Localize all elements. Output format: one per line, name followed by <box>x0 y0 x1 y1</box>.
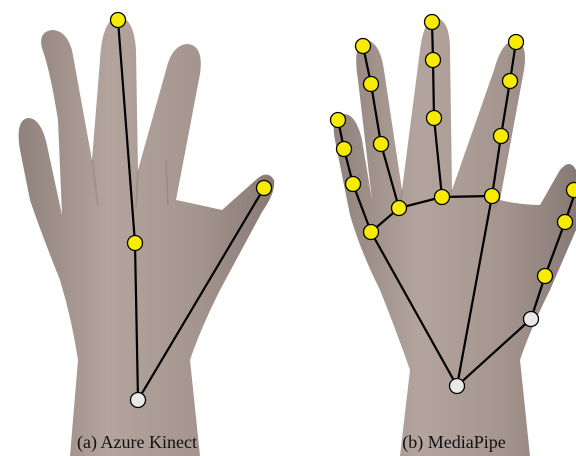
keypoint-middle-dip <box>426 53 441 68</box>
keypoint-middle-mcp <box>435 190 450 205</box>
keypoint-wrist <box>131 393 146 408</box>
keypoint-thumb-tip <box>567 183 576 198</box>
keypoint-middle-base <box>128 236 143 251</box>
keypoint-thumb-tip <box>257 181 272 196</box>
keypoint-middle-tip <box>425 15 440 30</box>
keypoint-pinky-tip <box>331 113 346 128</box>
keypoint-index-tip <box>509 35 524 50</box>
caption-left: (a) Azure Kinect <box>7 432 267 453</box>
keypoint-middle-pip <box>427 111 442 126</box>
keypoint-pinky-dip <box>337 142 352 157</box>
keypoint-middle-tip <box>111 13 126 28</box>
keypoint-thumb-mcp <box>538 269 553 284</box>
keypoint-ring-tip <box>356 39 371 54</box>
keypoint-thumb-ip <box>558 215 573 230</box>
keypoint-ring-mcp <box>392 201 407 216</box>
keypoint-pinky-pip <box>346 177 361 192</box>
keypoint-ring-dip <box>364 77 379 92</box>
keypoint-pinky-mcp <box>364 225 379 240</box>
keypoint-thumb-cmc <box>524 312 539 327</box>
keypoint-index-mcp <box>485 189 500 204</box>
keypoint-wrist <box>450 379 465 394</box>
keypoint-ring-pip <box>374 137 389 152</box>
caption-right: (b) MediaPipe <box>324 432 576 453</box>
keypoint-index-pip <box>494 129 509 144</box>
keypoint-index-dip <box>503 74 518 89</box>
